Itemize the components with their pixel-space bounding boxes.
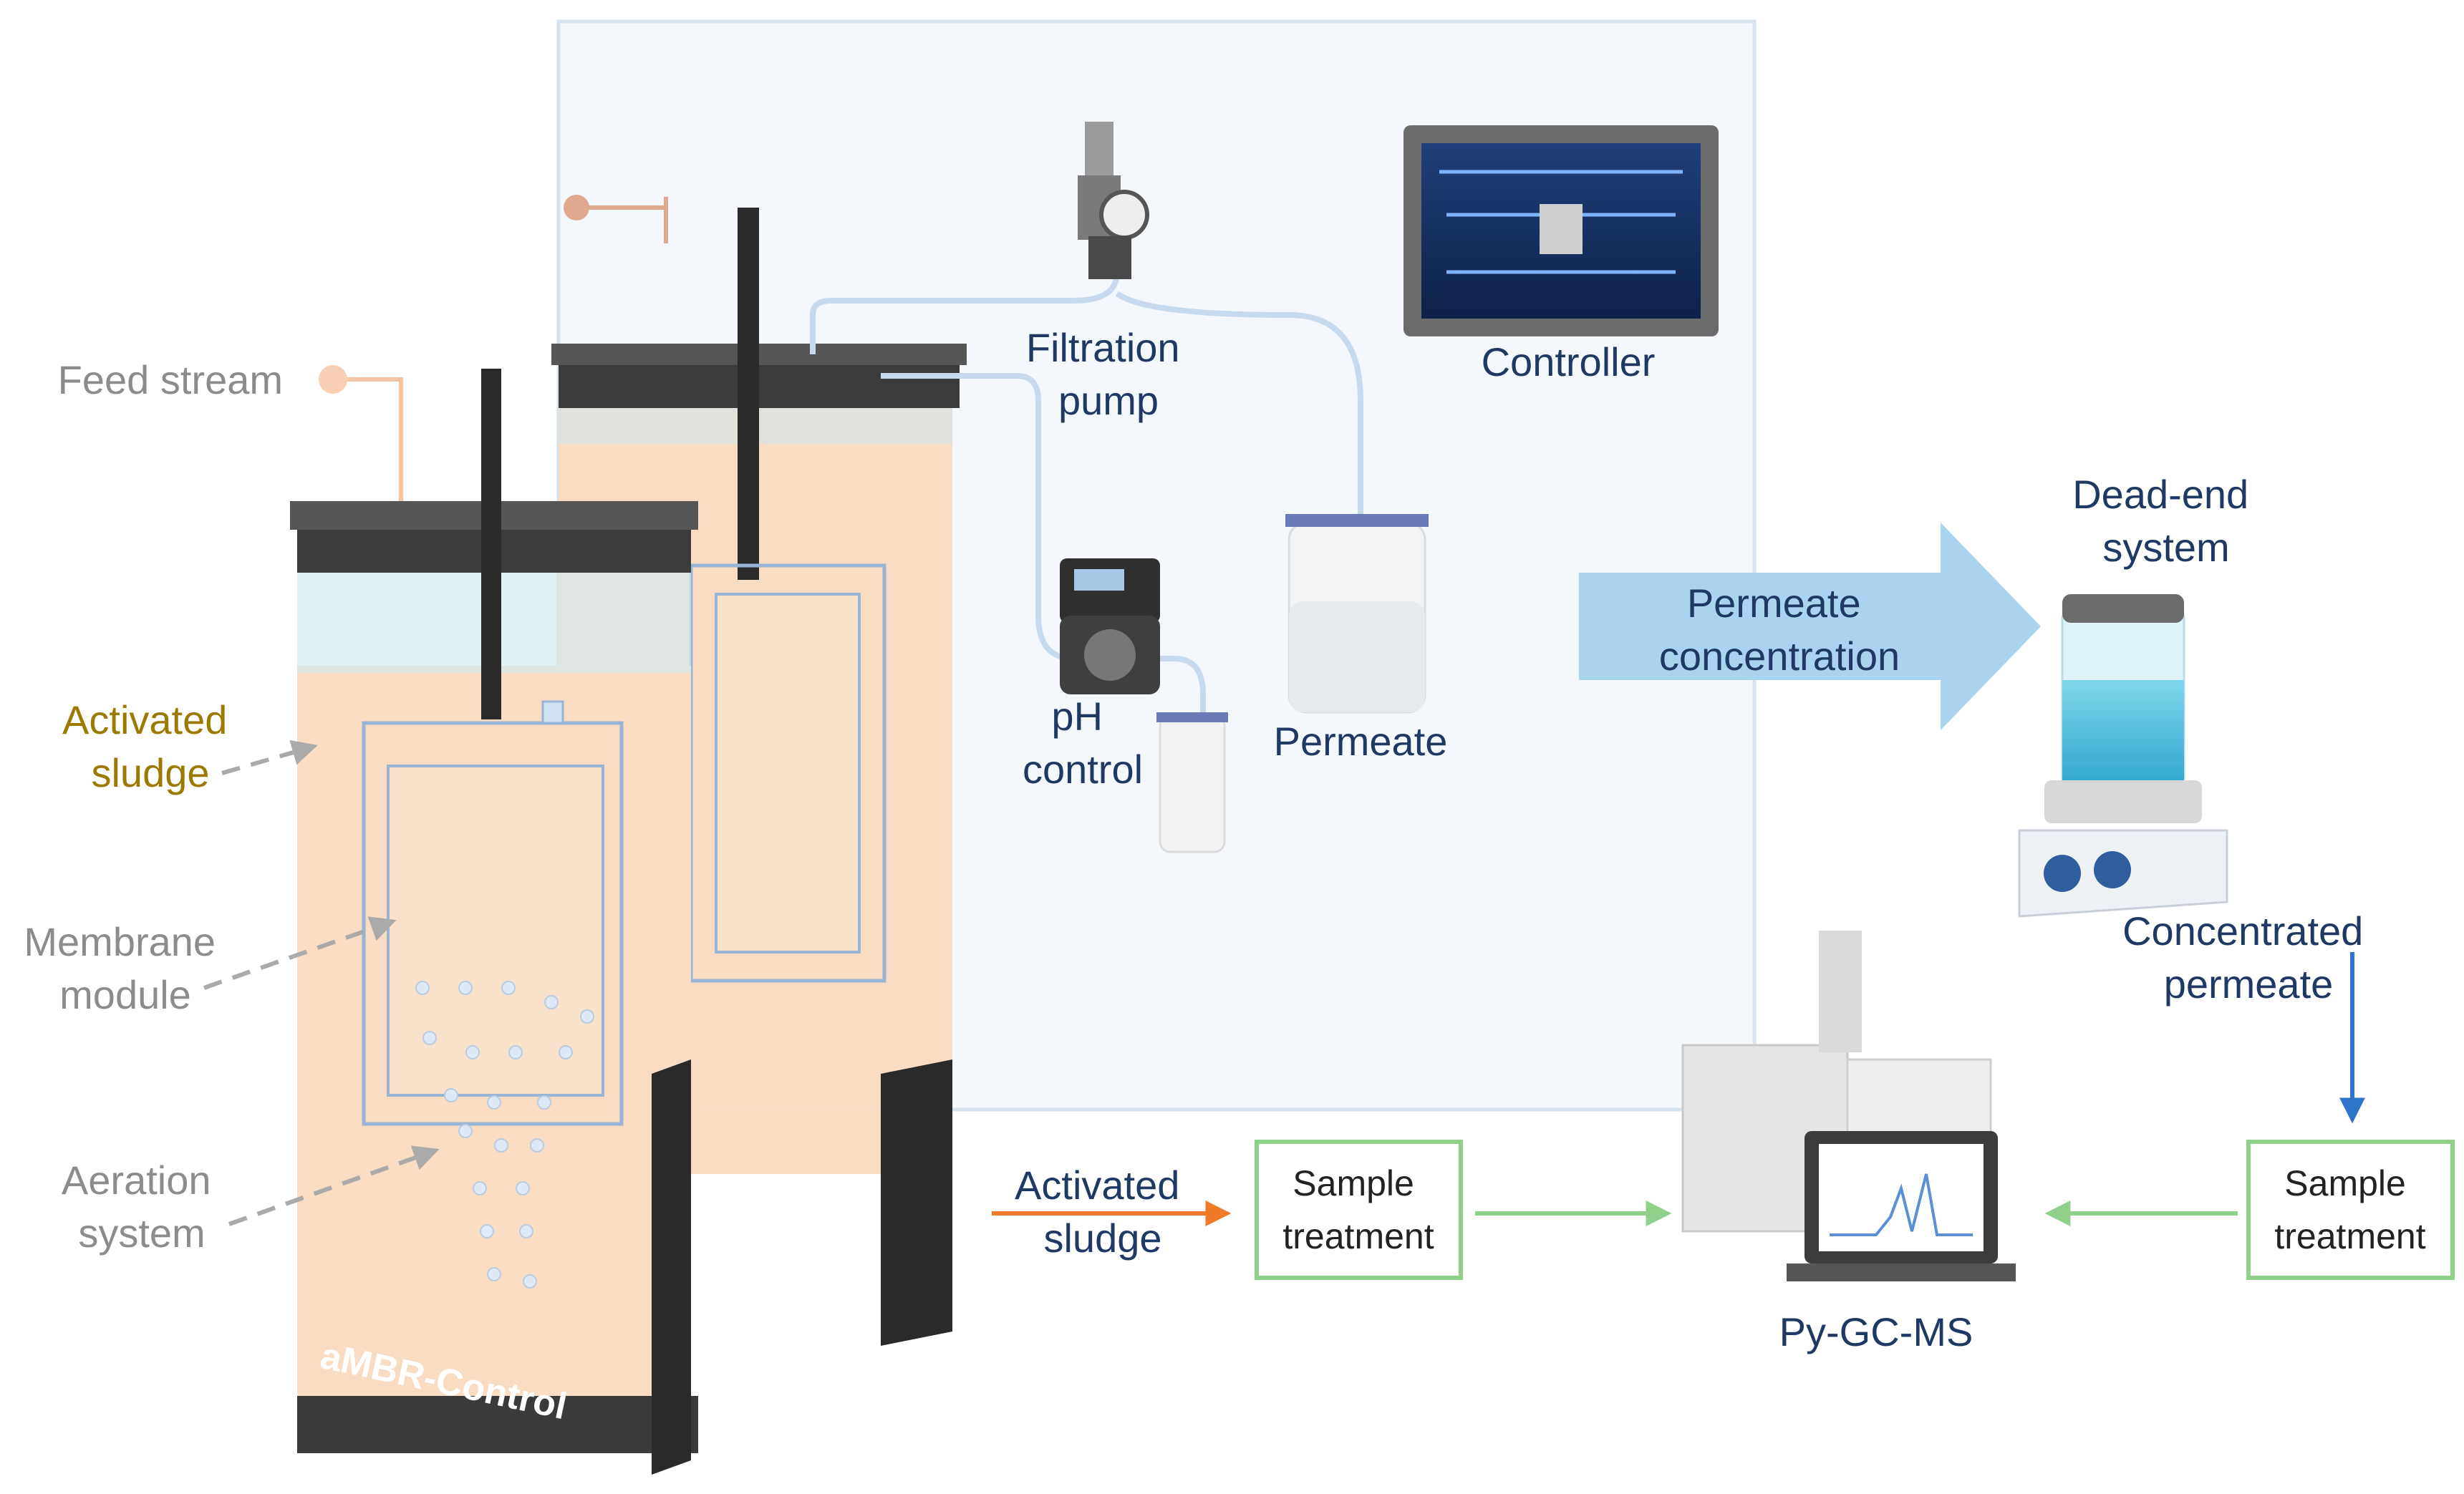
label-line-2: system (2102, 525, 2229, 570)
dead-end-system-label: Dead-end system (2072, 472, 2260, 570)
sample-treatment-right-label: Sample treatment (2274, 1163, 2425, 1256)
tank-front (290, 365, 698, 1475)
py-gc-ms-icon (1681, 931, 2016, 1281)
label-line-2: control (1023, 747, 1143, 792)
aeration-system-pointer (228, 1145, 440, 1226)
controller-label: Controller (1482, 339, 1656, 384)
py-gc-ms-label: Py-GC-MS (1779, 1309, 1973, 1354)
sample-treatment-left-label: Sample treatment (1282, 1163, 1434, 1256)
aeration-system-label: Aeration system (62, 1158, 222, 1256)
controller-icon (1403, 125, 1719, 336)
label-line-2: system (78, 1211, 205, 1256)
membrane-module-pointer (203, 916, 397, 990)
sample-treatment-right-box (2246, 1140, 2455, 1280)
label-line-2: concentration (1659, 634, 1900, 679)
label-line-2: sludge (91, 750, 209, 795)
label-line-2: pump (1058, 378, 1159, 423)
permeate-tubing (810, 258, 1120, 354)
permeate-label: Permeate (1274, 719, 1448, 764)
feed-stream-label: Feed stream (58, 357, 283, 402)
permeate-jar-icon (1285, 514, 1429, 714)
membrane-module-label: Membrane module (24, 919, 226, 1017)
feed-stream-inlet (319, 365, 347, 394)
filtration-pump-label: Filtration pump (1026, 325, 1191, 423)
activated-sludge-pointer (221, 739, 318, 775)
sample-treatment-left-box (1255, 1140, 1463, 1280)
concentrated-permeate-label: Concentrated permeate (2122, 908, 2374, 1006)
ph-control-label: pH control (1023, 694, 1143, 792)
permeate-concentration-label: Permeate concentration (1659, 581, 1900, 679)
dead-end-system-icon (2018, 594, 2228, 918)
label-line-2: module (59, 972, 191, 1017)
label-line-2: sludge (1043, 1216, 1161, 1261)
ph-control-icon (1060, 558, 1228, 853)
label-line-2: treatment (2274, 1216, 2425, 1256)
label-line-2: treatment (1282, 1216, 1434, 1256)
tank-label-ps: aMBR-PS (700, 1213, 873, 1289)
activated-sludge-flow-label: Activated sludge (1015, 1163, 1191, 1261)
label-line-2: permeate (2164, 961, 2334, 1006)
permeate-concentration-arrow (1579, 523, 2041, 730)
filtration-pump-icon (1078, 122, 1149, 279)
activated-sludge-tank-label: Activated sludge (62, 697, 238, 795)
